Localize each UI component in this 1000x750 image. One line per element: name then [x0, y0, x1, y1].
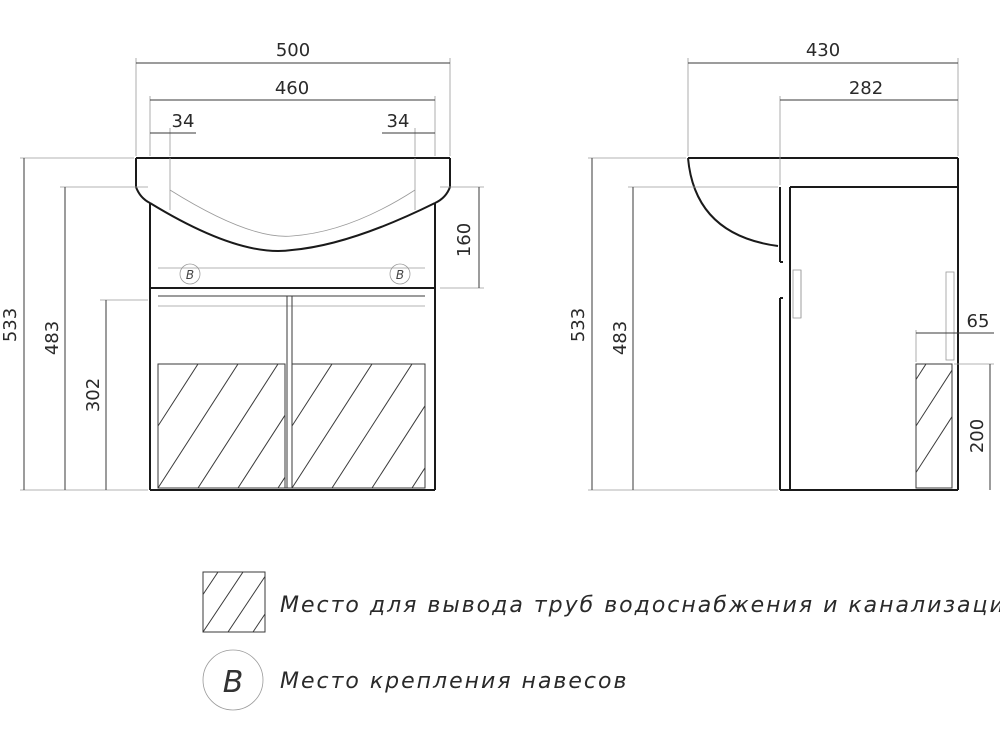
svg-text:430: 430 — [806, 40, 840, 61]
dim-body-width: 460 — [149, 78, 436, 156]
svg-text:B: B — [396, 268, 404, 282]
dim-total-height-front: 533 — [0, 157, 148, 491]
svg-text:282: 282 — [849, 78, 883, 99]
dim-total-height-side: 533 — [568, 157, 778, 491]
hatch-swatch — [202, 571, 266, 633]
dim-total-width: 500 — [135, 40, 451, 156]
svg-text:483: 483 — [42, 321, 63, 355]
front-view: B B 500 460 34 34 — [0, 40, 484, 491]
svg-text:460: 460 — [275, 78, 309, 99]
side-view: 430 282 533 483 65 — [568, 40, 994, 491]
legend-pipe-zone: Место для вывода труб водоснабжения и ка… — [202, 571, 1000, 633]
svg-text:533: 533 — [0, 308, 21, 342]
pipe-zone-hatch-right — [292, 364, 425, 488]
dim-pipe-zone-height: 200 — [954, 363, 994, 490]
pipe-zone-hatch-side — [916, 364, 952, 474]
dim-total-depth: 430 — [687, 40, 959, 156]
dim-left-offset: 34 — [150, 111, 196, 156]
svg-text:B: B — [186, 268, 194, 282]
dim-body-depth: 282 — [779, 78, 958, 185]
svg-text:34: 34 — [387, 111, 410, 132]
legend-mount: B Место крепления навесов — [202, 649, 628, 711]
svg-text:533: 533 — [568, 308, 589, 342]
svg-text:483: 483 — [610, 321, 631, 355]
svg-text:500: 500 — [276, 40, 310, 61]
svg-text:160: 160 — [454, 223, 475, 257]
svg-text:34: 34 — [172, 111, 195, 132]
mount-marker-left: B — [179, 263, 201, 285]
svg-text:302: 302 — [83, 378, 104, 412]
svg-text:65: 65 — [967, 311, 990, 332]
dim-right-offset: 34 — [382, 111, 435, 156]
dim-door-height: 302 — [83, 299, 148, 490]
pipe-zone-hatch-left — [158, 364, 285, 488]
legend: Место для вывода труб водоснабжения и ка… — [202, 571, 1000, 711]
svg-text:B: B — [223, 665, 244, 700]
mount-symbol — [202, 649, 264, 711]
mount-marker-right: B — [389, 263, 411, 285]
dim-body-height-front: 483 — [42, 186, 148, 490]
legend-pipe-zone-text: Место для вывода труб водоснабжения и ка… — [280, 593, 1000, 618]
dim-pipe-offset: 65 — [915, 311, 994, 362]
dim-body-height-side: 483 — [610, 186, 778, 490]
dim-sink-depth: 160 — [440, 186, 484, 289]
legend-mount-text: Место крепления навесов — [280, 669, 628, 694]
svg-text:200: 200 — [967, 419, 988, 453]
